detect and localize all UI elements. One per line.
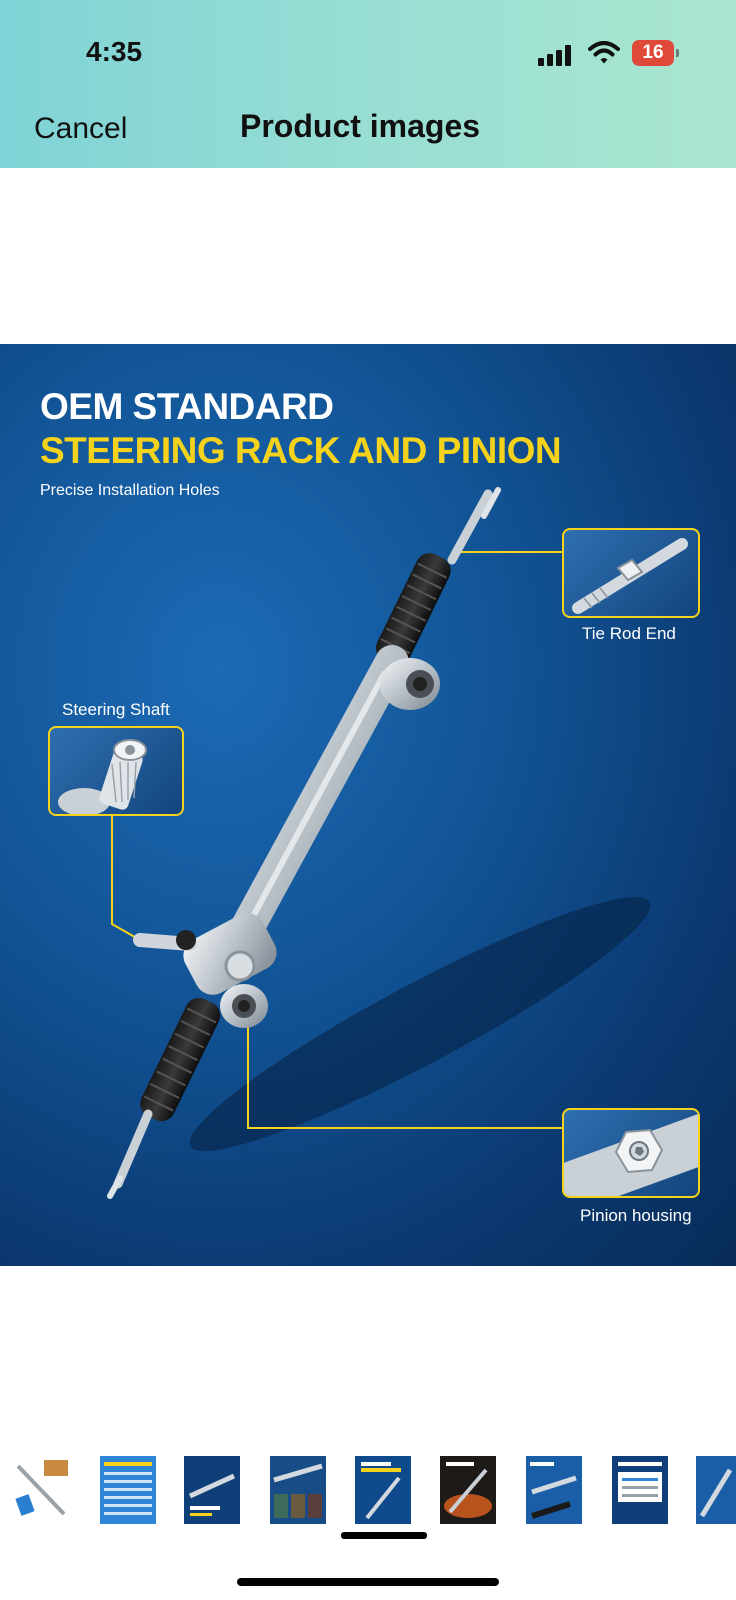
thumbnail-3[interactable]: [184, 1456, 240, 1524]
cancel-button[interactable]: Cancel: [34, 112, 128, 145]
status-time: 4:35: [86, 36, 143, 67]
thumbnail-7[interactable]: [526, 1456, 582, 1524]
steering-shaft-detail-image: [48, 726, 184, 816]
heading-line-1: OEM STANDARD: [40, 386, 334, 427]
subheading: Precise Installation Holes: [40, 482, 220, 499]
thumbnail-8[interactable]: [612, 1456, 668, 1524]
page-title: Product images: [240, 108, 481, 144]
home-indicator: [237, 1578, 499, 1586]
product-image-main[interactable]: OEM STANDARD STEERING RACK AND PINION Pr…: [0, 344, 736, 1266]
battery-icon: 16: [632, 40, 679, 66]
tie-rod-detail-image: [562, 528, 700, 618]
thumbnail-4[interactable]: [270, 1456, 326, 1524]
pinion-housing-detail-image: [562, 1108, 700, 1198]
thumbnail-6[interactable]: [440, 1456, 496, 1524]
thumbnail-strip: [0, 1456, 736, 1526]
cellular-signal-icon: [538, 44, 574, 66]
thumbnail-2[interactable]: [100, 1456, 156, 1524]
selected-thumbnail-indicator: [341, 1532, 427, 1539]
wifi-icon: [588, 40, 620, 71]
header-bar: 4:35 16 Cancel Product images: [0, 0, 736, 168]
heading-line-2: STEERING RACK AND PINION: [40, 430, 562, 471]
thumbnail-5-selected[interactable]: [355, 1456, 411, 1524]
steering-shaft-label: Steering Shaft: [62, 700, 170, 719]
thumbnail-1[interactable]: [14, 1456, 70, 1524]
thumbnail-9[interactable]: [696, 1456, 736, 1524]
tie-rod-end-label: Tie Rod End: [582, 624, 676, 643]
steering-rack-illustration: [107, 487, 651, 1199]
pinion-housing-label: Pinion housing: [580, 1206, 692, 1225]
